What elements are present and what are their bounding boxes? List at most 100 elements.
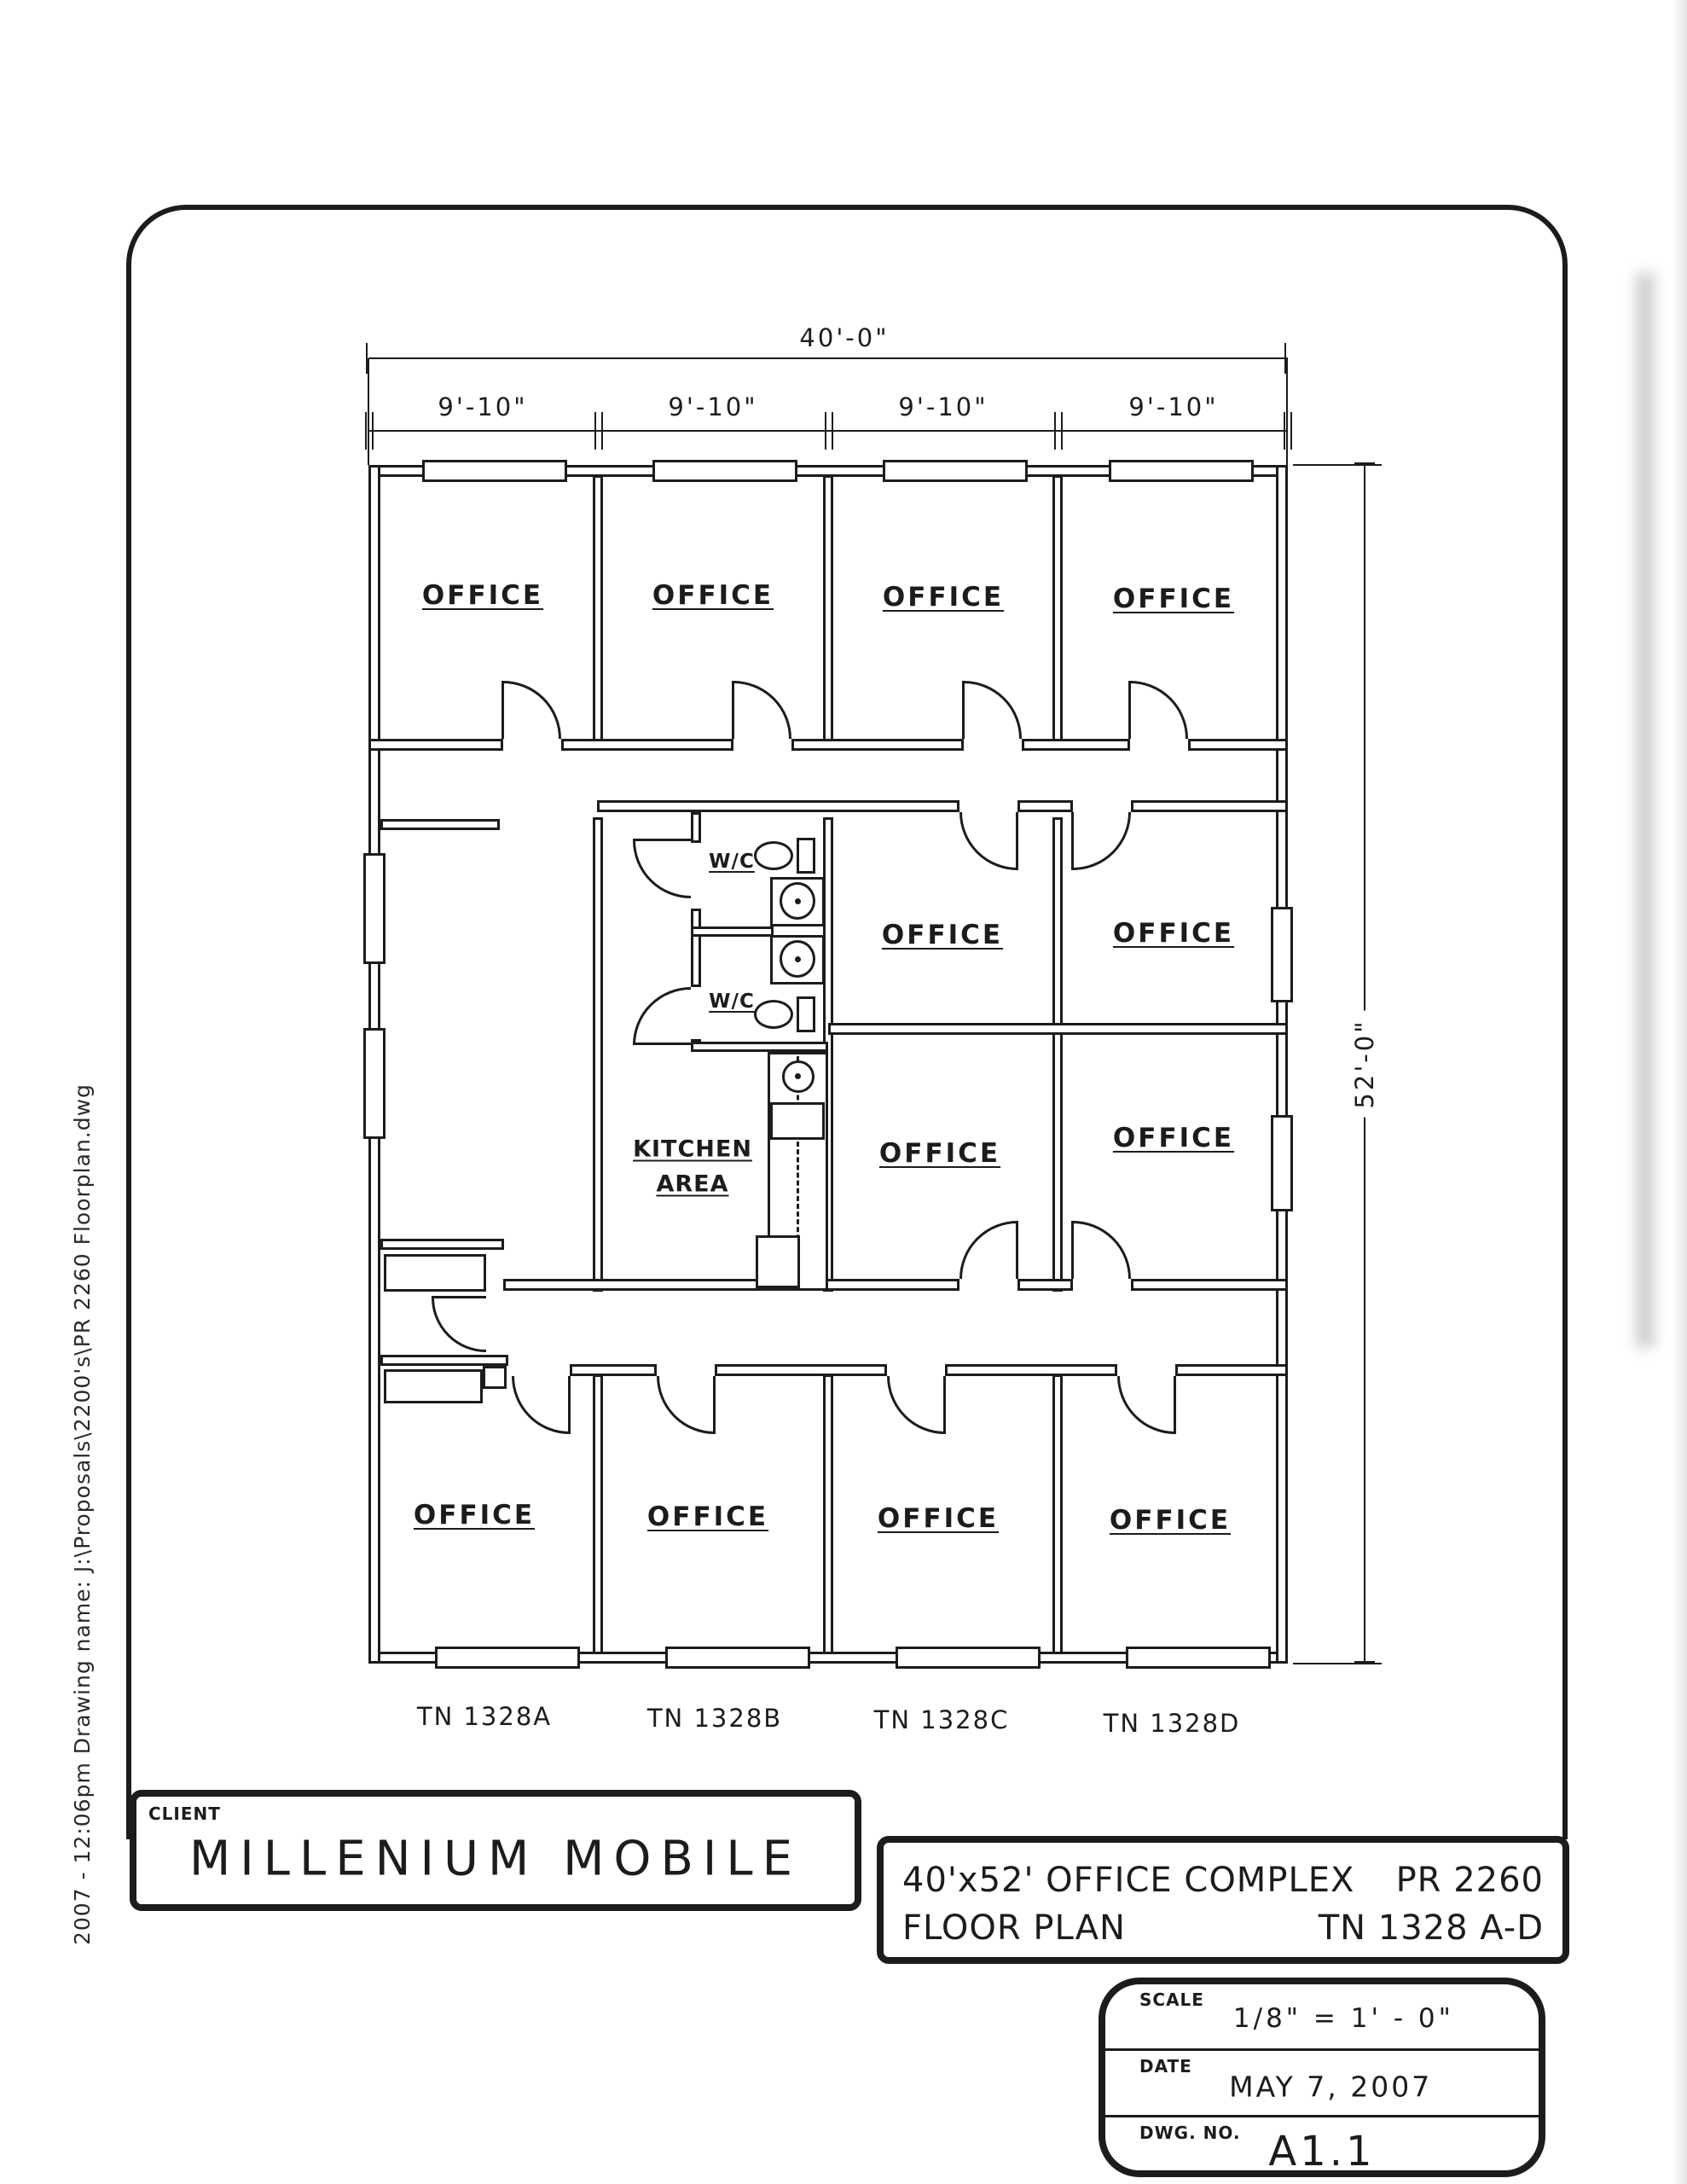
office-label: OFFICE bbox=[878, 1138, 1001, 1169]
office-label: OFFICE bbox=[1109, 1505, 1232, 1536]
dimension-line-total-width bbox=[368, 357, 1288, 359]
office-label: OFFICE bbox=[877, 1503, 1000, 1534]
office-label: OFFICE bbox=[881, 920, 1004, 950]
wc-label: W/C bbox=[709, 851, 755, 873]
wall bbox=[483, 1366, 507, 1389]
door-leaf bbox=[732, 681, 734, 739]
window bbox=[896, 1647, 1041, 1669]
dim-tick bbox=[594, 412, 596, 450]
office-label: OFFICE bbox=[652, 580, 774, 611]
closet bbox=[384, 1254, 486, 1292]
sheet-title: FLOOR PLAN bbox=[902, 1908, 1126, 1948]
wc-label: W/C bbox=[709, 990, 755, 1013]
wall bbox=[1017, 800, 1073, 812]
kitchen-area-label: AREA bbox=[656, 1170, 729, 1198]
sink-drain bbox=[795, 1073, 801, 1079]
dimension-line-bays bbox=[368, 430, 1288, 432]
wall bbox=[1276, 465, 1288, 1664]
client-label: CLIENT bbox=[148, 1804, 221, 1824]
plot-stamp-note: 2007 - 12:06pm Drawing name: J:\Proposal… bbox=[70, 1083, 95, 1945]
dim-tick bbox=[1284, 343, 1286, 374]
wall bbox=[1131, 1279, 1288, 1291]
window bbox=[422, 460, 567, 482]
wall bbox=[691, 812, 701, 843]
window bbox=[1109, 460, 1254, 482]
wall bbox=[380, 1239, 504, 1250]
dim-tick bbox=[825, 412, 826, 450]
dim-tick bbox=[366, 343, 368, 374]
window bbox=[883, 460, 1028, 482]
dim-tick bbox=[1354, 462, 1375, 464]
extension-line bbox=[368, 358, 369, 465]
scan-edge-shadow bbox=[1672, 0, 1687, 2184]
client-title-block: CLIENT MILLENIUM MOBILE bbox=[130, 1790, 861, 1911]
wall bbox=[691, 926, 774, 937]
dim-tick bbox=[1054, 412, 1056, 450]
unit-label: TN 1328D bbox=[1103, 1709, 1241, 1738]
project-title: 40'x52' OFFICE COMPLEX bbox=[902, 1861, 1355, 1900]
window bbox=[1271, 1115, 1293, 1211]
wall bbox=[691, 1042, 828, 1052]
office-label: OFFICE bbox=[421, 580, 544, 611]
wall bbox=[791, 739, 964, 751]
kitchen-counter bbox=[756, 1235, 800, 1288]
sink-drain bbox=[795, 898, 801, 904]
dim-tick bbox=[1061, 412, 1063, 450]
wall bbox=[945, 1364, 1117, 1376]
extension-line bbox=[1293, 464, 1382, 466]
dim-tick bbox=[601, 412, 603, 450]
date-label: DATE bbox=[1139, 2056, 1192, 2077]
wall bbox=[1188, 739, 1288, 751]
window bbox=[1126, 1647, 1271, 1669]
wall bbox=[1131, 800, 1288, 812]
wall bbox=[1052, 1374, 1063, 1654]
wall bbox=[593, 475, 603, 741]
dim-tick bbox=[1284, 412, 1285, 450]
kitchen-area-label: KITCHEN bbox=[633, 1136, 752, 1163]
closet bbox=[384, 1369, 483, 1403]
office-label: OFFICE bbox=[413, 1500, 536, 1531]
door-leaf bbox=[501, 681, 504, 739]
toilet-bowl bbox=[754, 841, 793, 870]
window bbox=[652, 460, 797, 482]
extension-line bbox=[1286, 358, 1288, 465]
scale-value: 1/8" = 1' - 0" bbox=[1232, 2003, 1454, 2034]
wall bbox=[380, 819, 500, 830]
client-name: MILLENIUM MOBILE bbox=[188, 1831, 803, 1887]
office-label: OFFICE bbox=[882, 582, 1005, 613]
window bbox=[665, 1647, 810, 1669]
door-leaf bbox=[962, 681, 965, 739]
wall bbox=[1022, 739, 1130, 751]
office-label: OFFICE bbox=[646, 1502, 769, 1532]
toilet-bowl bbox=[754, 1000, 793, 1029]
bay-width-label: 9'-10" bbox=[668, 392, 758, 421]
scale-date-dwg-block: SCALE 1/8" = 1' - 0" DATE MAY 7, 2007 DW… bbox=[1099, 1978, 1545, 2177]
date-value: MAY 7, 2007 bbox=[1229, 2070, 1433, 2104]
wall bbox=[561, 739, 733, 751]
unit-label: TN 1328B bbox=[646, 1704, 783, 1733]
door-leaf bbox=[1128, 681, 1131, 739]
bay-width-label: 9'-10" bbox=[898, 392, 988, 421]
sink bbox=[780, 882, 815, 920]
dim-tick bbox=[365, 412, 367, 450]
wall bbox=[368, 739, 503, 751]
extension-line bbox=[1293, 1663, 1382, 1664]
dim-tick bbox=[832, 412, 833, 450]
total-width-label: 40'-0" bbox=[799, 323, 890, 352]
door-leaf bbox=[1071, 1221, 1074, 1279]
wall bbox=[828, 1023, 1288, 1035]
wall bbox=[691, 909, 701, 987]
wall bbox=[1175, 1364, 1288, 1376]
total-height-label: 52'-0" bbox=[1350, 1010, 1379, 1118]
sheet-border bbox=[126, 205, 1568, 1839]
unit-label: TN 1328A bbox=[416, 1702, 553, 1731]
project-number: PR 2260 bbox=[1395, 1861, 1544, 1900]
wall bbox=[380, 1355, 508, 1366]
dim-tick bbox=[372, 412, 374, 450]
wall bbox=[1052, 475, 1063, 741]
unit-label: TN 1328C bbox=[873, 1705, 1010, 1734]
bay-width-label: 9'-10" bbox=[438, 392, 528, 421]
office-label: OFFICE bbox=[1112, 1123, 1235, 1153]
dim-tick bbox=[1354, 1661, 1375, 1663]
